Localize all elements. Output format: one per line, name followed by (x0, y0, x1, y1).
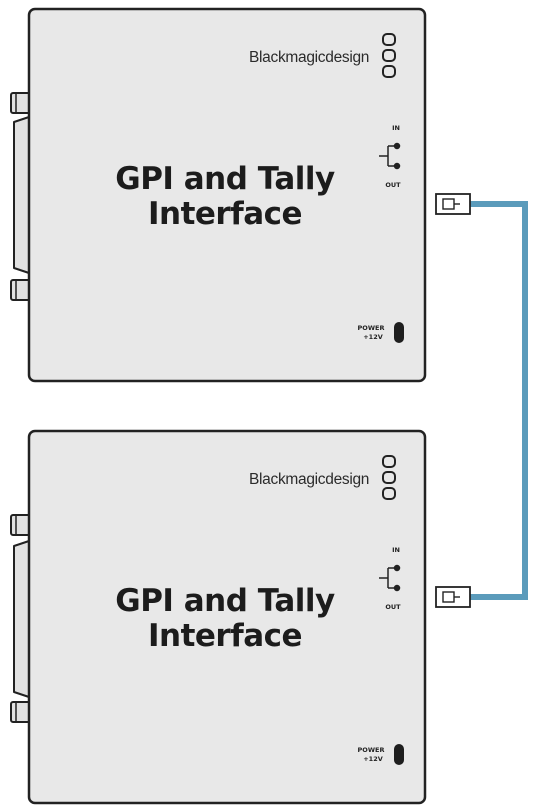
top-device-title-line1: GPI and Tally (115, 161, 335, 197)
bottom-device-title-line2: Interface (148, 618, 302, 654)
top-brand-logo-text: Blackmagicdesign (249, 49, 369, 66)
bottom-device-body (27, 429, 427, 805)
top-brand-logo-icon (382, 33, 396, 78)
top-label-out: OUT (385, 181, 401, 189)
bottom-label-out: OUT (385, 603, 401, 611)
top-label-in: IN (392, 124, 400, 132)
top-power-label: POWER (358, 324, 385, 332)
bottom-gpi-switch-icon (379, 564, 401, 592)
bottom-power-voltage: +12V (363, 755, 383, 763)
bottom-left-dsub-connector (13, 540, 30, 698)
top-left-dsub-connector (13, 116, 30, 274)
ethernet-cable (470, 201, 528, 600)
top-ethernet-port-icon (435, 193, 471, 215)
top-power-jack (394, 322, 404, 343)
bottom-label-in: IN (392, 546, 400, 554)
top-power-voltage: +12V (363, 333, 383, 341)
bottom-brand-logo-icon (382, 455, 396, 500)
top-device-body (27, 7, 427, 383)
bottom-ethernet-port-icon (435, 586, 471, 608)
device-top: Blackmagicdesign GPI and Tally Interface… (10, 7, 471, 383)
device-bottom: Blackmagicdesign GPI and Tally Interface… (10, 429, 471, 805)
top-device-title-line2: Interface (148, 196, 302, 232)
top-gpi-switch-icon (379, 142, 401, 170)
bottom-brand-logo-text: Blackmagicdesign (249, 471, 369, 488)
bottom-power-label: POWER (358, 746, 385, 754)
bottom-device-title-line1: GPI and Tally (115, 583, 335, 619)
bottom-power-jack (394, 744, 404, 765)
